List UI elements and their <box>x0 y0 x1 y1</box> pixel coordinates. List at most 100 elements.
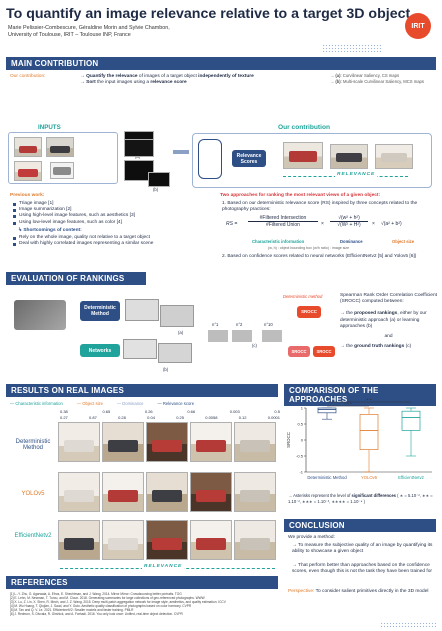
result-sofa <box>64 538 94 550</box>
y-tick-label: 1 <box>301 405 304 410</box>
shortcomings-title: ↳ Shortcomings of content: <box>18 228 82 233</box>
label-eval-c: (c) <box>252 343 257 348</box>
srocc-button-a[interactable]: SROCC <box>288 346 310 357</box>
result-sofa <box>240 490 270 502</box>
result-sofa <box>196 490 226 502</box>
formula-label-char: Characteristic information <box>252 239 305 244</box>
eval-images-stack-1 <box>125 299 159 321</box>
output-photo-3-sofa <box>381 153 407 162</box>
result-sofa <box>152 538 182 550</box>
shortcomings-list: Rely on the whole image, quality not rel… <box>12 235 217 247</box>
srocc-button-b[interactable]: SROCC <box>313 346 335 357</box>
eval-images-stack-2 <box>160 305 194 327</box>
input-photo-3-sofa <box>18 169 38 177</box>
y-axis-label: SROCC <box>286 432 291 448</box>
result-sofa <box>152 440 182 452</box>
output-photo-1-sofa <box>289 151 317 162</box>
deterministic-method-button[interactable]: Deterministic Method <box>80 301 120 321</box>
formula-frac-1: #Filtered Intersection #Filtered Union <box>248 215 318 228</box>
reference-item: [1] L.-Y. Zhu, G. Agarwala, A. Efros, E.… <box>10 592 182 596</box>
result-sofa <box>196 538 226 550</box>
comparison-heading: COMPARISON OF THE APPROACHES <box>284 384 436 406</box>
conclusion-item-2: → That perform better than approaches ba… <box>292 563 432 575</box>
relevance-scores-button[interactable]: Relevance Scores <box>232 150 266 167</box>
formula-footnote: (w, h) : object bounding box (w/h ratio)… <box>268 246 350 250</box>
our-contribution-panel <box>192 133 432 188</box>
formula-label-dom: Dominance <box>340 239 363 244</box>
mcs-map-photo <box>148 172 170 187</box>
rank-n2: n°2 <box>236 322 243 327</box>
formula-label-size: Object size <box>392 239 415 244</box>
legend-object-size: — Object size <box>76 401 103 406</box>
det-method-tag: Deterministic method <box>283 294 323 299</box>
approaches-title: Two approaches for ranking the most rele… <box>220 193 381 198</box>
result-sofa <box>108 490 138 502</box>
result-sofa <box>240 440 270 452</box>
reference-item: [6] J. Redmon, S. Divvala, R. Girshick, … <box>10 612 183 617</box>
contribution-line-2: → Sort the input images using a relevanc… <box>80 80 187 86</box>
formula-frac-2: √(w² + h²) √(W² + H²) <box>330 215 368 228</box>
legend-dominance: — Dominance <box>116 401 144 406</box>
cs-map-photo-2 <box>124 160 154 181</box>
inputs-label: INPUTS <box>38 124 61 131</box>
formula-times-1: × <box>321 221 324 227</box>
conclusion-heading: CONCLUSION <box>284 519 436 532</box>
box-rect <box>317 407 337 414</box>
results-heading: RESULTS ON REAL IMAGES <box>6 384 278 397</box>
input-photo-1-sofa <box>19 146 37 153</box>
result-sofa <box>64 440 94 452</box>
conclusion-item-1: → To measure the subjective quality of a… <box>292 543 433 555</box>
stack-brackets-icon <box>198 139 222 179</box>
rs-formula: RS = #Filtered Intersection #Filtered Un… <box>226 215 436 237</box>
legend-characteristic: — Characteristic information <box>10 401 63 406</box>
poster-affiliation: University of Toulouse, IRIT – Toulouse … <box>8 32 131 38</box>
approach-2: 2. Based on confidence scores related to… <box>222 254 417 259</box>
evaluation-text: Spearman Rank Order Correlation Coeffici… <box>340 293 437 350</box>
y-tick-label: 0 <box>301 437 304 442</box>
result-sofa <box>240 538 270 550</box>
decor-dots <box>322 44 382 52</box>
output-photo-2-sofa <box>336 153 362 162</box>
irit-logo: IRIT <box>405 13 431 39</box>
model-3d-icon <box>14 300 66 330</box>
x-tick-label: YOLOv5 <box>361 475 378 480</box>
sig-stars: * * <box>367 398 372 402</box>
eval-images-stack-3 <box>123 339 157 359</box>
formula-lhs: RS = <box>226 221 238 227</box>
result-sofa <box>108 440 138 452</box>
approach-1: 1. Based on our deterministic relevance … <box>222 201 418 213</box>
contribution-label: Our contribution: <box>10 74 46 79</box>
poster-header: To quantify an image relevance relative … <box>0 0 442 52</box>
label-eval-a: (a) <box>178 330 184 335</box>
conclusion-perspective: Perspective: To consider salient primiti… <box>288 589 429 594</box>
references-list: [1] L.-Y. Zhu, G. Agarwala, A. Efros, E.… <box>10 592 278 617</box>
reference-item: [4] M. Wu Huang, T. Qiujian, J. Saud, an… <box>10 604 192 609</box>
box-rect <box>401 410 421 431</box>
results-legend: — Characteristic information — Object si… <box>10 401 282 407</box>
row-label-deterministic: Deterministic Method <box>15 439 51 451</box>
poster-title: To quantify an image relevance relative … <box>6 6 411 22</box>
result-sofa <box>64 490 94 502</box>
conclusion-intro: We provide a method: <box>288 535 335 540</box>
rank-img-2 <box>232 330 252 342</box>
poster-authors: Marie Pelissier-Combescure, Géraldine Mo… <box>8 25 170 31</box>
srocc-button-top[interactable]: SROCC <box>297 306 321 318</box>
input-photo-2-sofa <box>50 146 70 153</box>
x-tick-label: EfficientNetv2 <box>398 475 424 480</box>
box-rect <box>359 414 379 450</box>
previous-work-item: Using low-level image features, such as … <box>12 220 212 226</box>
our-contribution-label: Our contribution <box>278 124 331 131</box>
formula-times-2: × <box>372 221 375 227</box>
x-tick-label: Deterministic Method <box>307 475 347 480</box>
y-tick-label: 0.5 <box>297 421 303 426</box>
previous-work-item: Triage image [1] <box>12 201 212 207</box>
result-sofa <box>152 490 182 502</box>
networks-button[interactable]: Networks <box>80 344 120 357</box>
reference-item: [5] M. Tan and Q. V. Le. 2021. Efficient… <box>10 608 134 613</box>
rank-n1: n°1 <box>212 322 219 327</box>
y-tick-label: -0.5 <box>296 453 304 458</box>
